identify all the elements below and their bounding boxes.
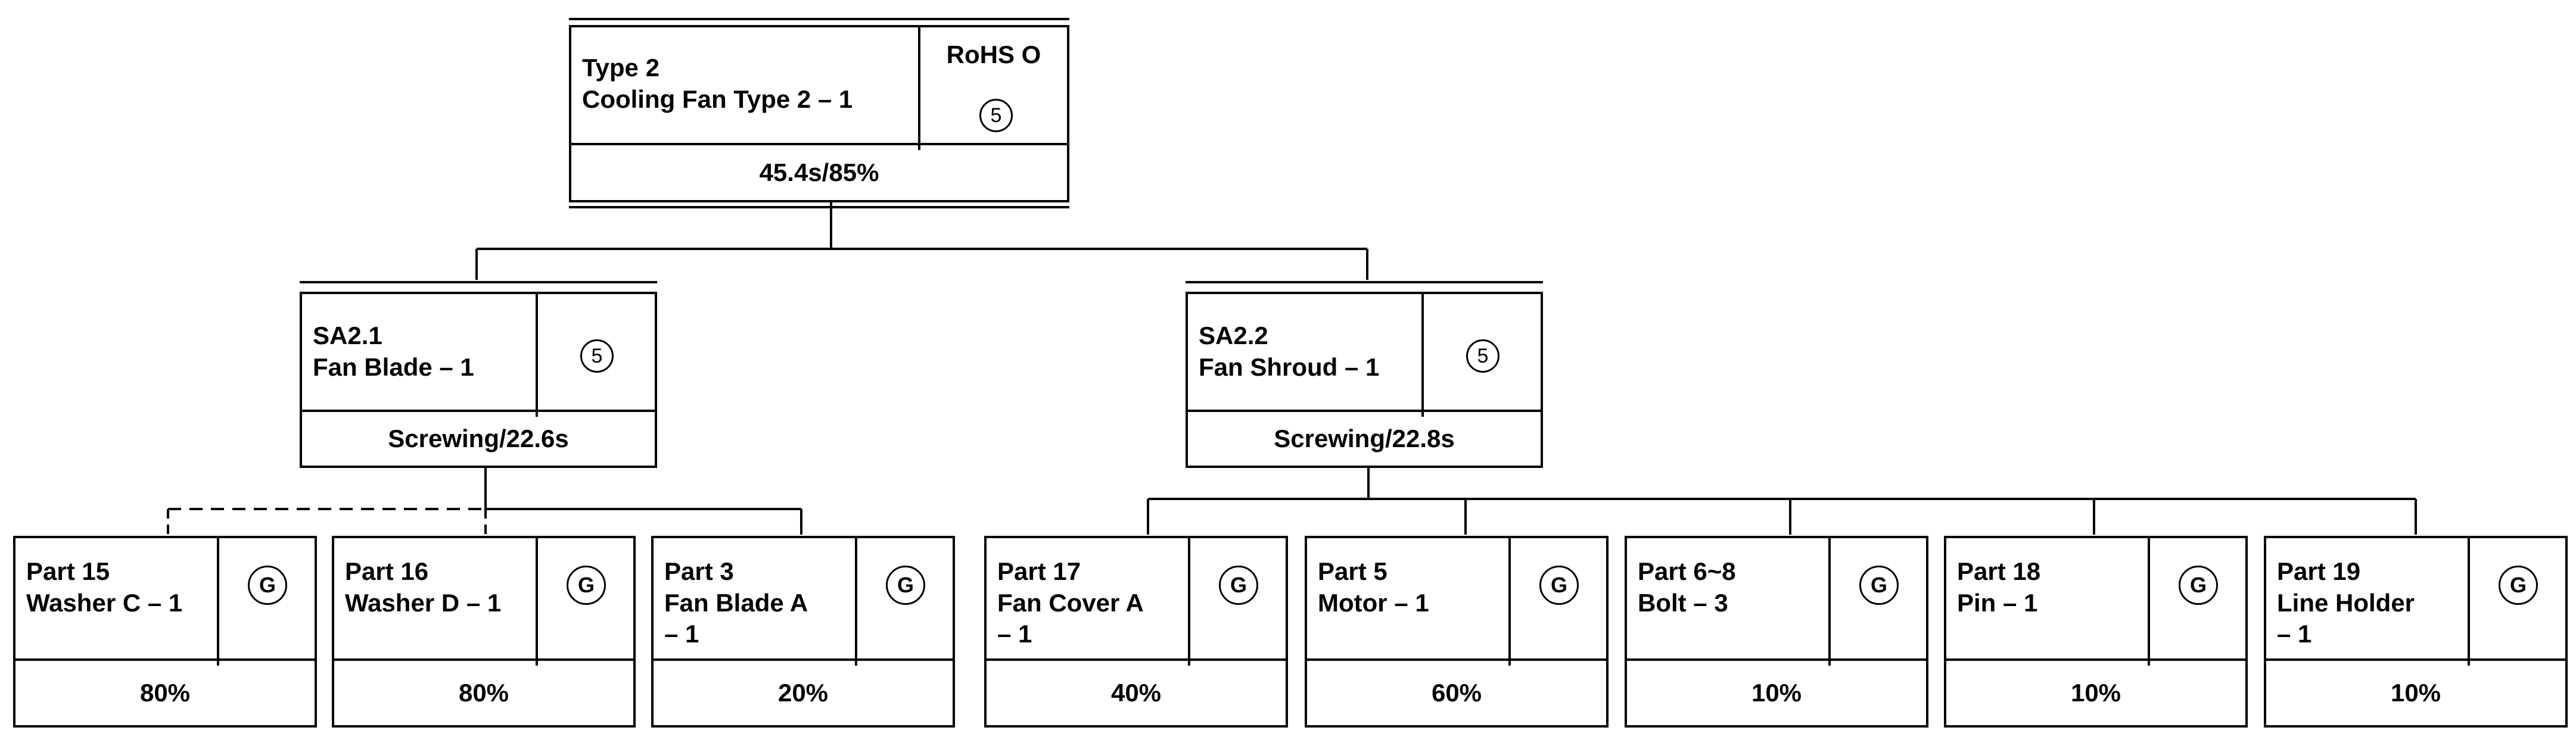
part-node: Part 6~8 Bolt – 3 G 10%	[1625, 536, 1928, 728]
subassembly-name: SA2.1 Fan Blade – 1	[313, 321, 474, 381]
part-name: Part 3 Fan Blade A – 1	[664, 557, 808, 648]
subassembly-node: SA2.1 Fan Blade – 1 5 Screwing/22.6s	[300, 292, 657, 468]
part-mark-cell: G	[1828, 538, 1926, 666]
root-rohs-cell: RoHS O 5	[918, 27, 1067, 150]
part-name: Part 16 Washer D – 1	[345, 557, 502, 617]
part-mark-cell: G	[2148, 538, 2245, 666]
part-name: Part 18 Pin – 1	[1957, 557, 2041, 617]
part-mark-cell: G	[536, 538, 633, 666]
root-top-double-line	[569, 18, 1069, 20]
part-name: Part 17 Fan Cover A – 1	[997, 557, 1144, 648]
part-node: Part 17 Fan Cover A – 1 G 40%	[984, 536, 1288, 728]
sa21-top-double-line	[300, 281, 657, 283]
part-node: Part 3 Fan Blade A – 1 G 20%	[651, 536, 955, 728]
subassembly-name: SA2.2 Fan Shroud – 1	[1199, 321, 1380, 381]
part-mark-cell: G	[855, 538, 953, 666]
circled-five-icon: 5	[1466, 339, 1499, 373]
circled-g-icon: G	[886, 566, 925, 605]
root-node: Type 2 Cooling Fan Type 2 – 1 RoHS O 5 4…	[569, 25, 1069, 202]
circled-five-icon: 5	[580, 339, 614, 373]
part-name: Part 15 Washer C – 1	[26, 557, 183, 617]
circled-g-icon: G	[2179, 566, 2218, 605]
root-node-name: Type 2 Cooling Fan Type 2 – 1	[582, 54, 853, 113]
part-mark-cell: G	[1188, 538, 1286, 666]
part-percent: 10%	[1627, 658, 1926, 725]
part-node: Part 16 Washer D – 1 G 80%	[332, 536, 636, 728]
part-name: Part 6~8 Bolt – 3	[1638, 557, 1736, 617]
part-percent: 10%	[1946, 658, 2245, 725]
part-mark-cell: G	[217, 538, 315, 666]
part-node: Part 15 Washer C – 1 G 80%	[13, 536, 317, 728]
subassembly-footer: Screwing/22.8s	[1188, 410, 1541, 466]
subassembly-mark-cell: 5	[1421, 294, 1541, 417]
circled-g-icon: G	[1859, 566, 1899, 605]
subassembly-footer: Screwing/22.6s	[302, 410, 655, 466]
part-node: Part 19 Line Holder – 1 G 10%	[2264, 536, 2568, 728]
part-mark-cell: G	[1508, 538, 1606, 666]
circled-g-icon: G	[1219, 566, 1258, 605]
circled-g-icon: G	[567, 566, 606, 605]
part-percent: 80%	[15, 658, 315, 725]
sa22-top-double-line	[1186, 281, 1543, 283]
circled-g-icon: G	[2499, 566, 2538, 605]
part-percent: 40%	[987, 658, 1286, 725]
part-node: Part 18 Pin – 1 G 10%	[1944, 536, 2248, 728]
root-bottom-double-line	[569, 206, 1069, 208]
part-percent: 10%	[2266, 658, 2565, 725]
circled-g-icon: G	[248, 566, 287, 605]
circled-g-icon: G	[1539, 566, 1579, 605]
part-name: Part 5 Motor – 1	[1318, 557, 1429, 617]
subassembly-node: SA2.2 Fan Shroud – 1 5 Screwing/22.8s	[1186, 292, 1543, 468]
root-rohs-label: RoHS O	[946, 40, 1041, 68]
root-footer: 45.4s/85%	[571, 143, 1067, 200]
part-mark-cell: G	[2468, 538, 2565, 666]
subassembly-mark-cell: 5	[536, 294, 655, 417]
part-node: Part 5 Motor – 1 G 60%	[1305, 536, 1609, 728]
part-name: Part 19 Line Holder – 1	[2277, 557, 2415, 648]
part-percent: 20%	[654, 658, 953, 725]
part-percent: 80%	[334, 658, 633, 725]
root-circled-five-icon: 5	[979, 99, 1013, 132]
part-percent: 60%	[1307, 658, 1606, 725]
